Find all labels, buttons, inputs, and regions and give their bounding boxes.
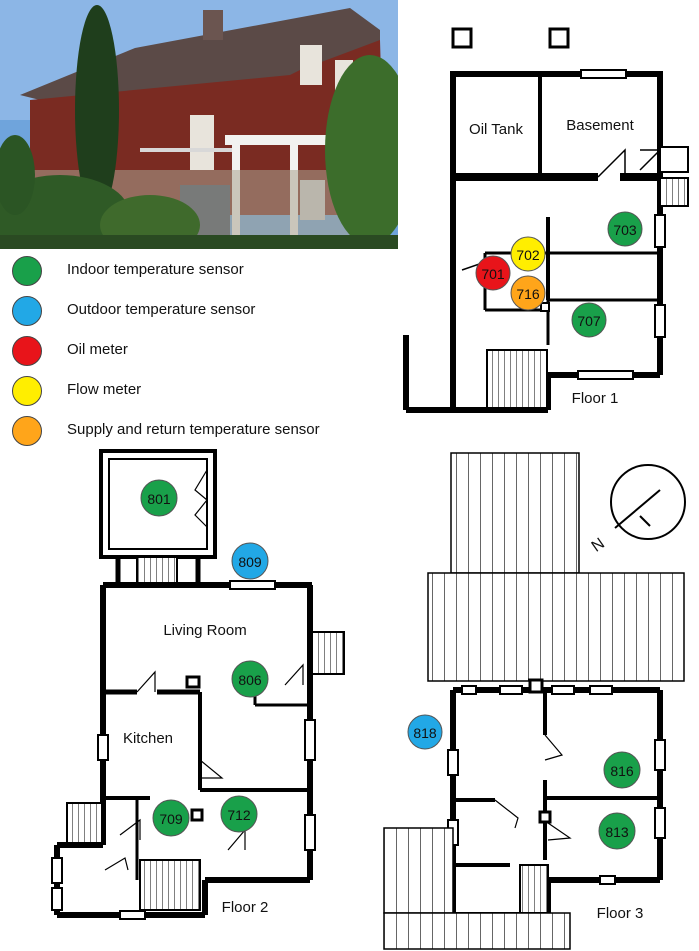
- sensor-707: 707: [571, 302, 607, 338]
- sensor-806-label: 806: [238, 672, 262, 688]
- sensor-709-label: 709: [159, 811, 183, 827]
- legend-item-flow-meter: Flow meter: [12, 373, 392, 413]
- legend-item-indoor: Indoor temperature sensor: [12, 253, 392, 293]
- sensor-816-label: 816: [610, 763, 634, 779]
- sensor-709: 709: [152, 799, 190, 837]
- legend: Indoor temperature sensor Outdoor temper…: [12, 253, 392, 453]
- sensor-701: 701: [475, 255, 511, 291]
- compass-north-letter: N: [589, 535, 608, 556]
- sensor-816: 816: [603, 751, 641, 789]
- indoor-sensor-swatch: [12, 256, 42, 286]
- sensor-806: 806: [231, 660, 269, 698]
- sensor-818-label: 818: [413, 725, 437, 741]
- legend-label: Indoor temperature sensor: [67, 261, 244, 278]
- room-label-living-room: Living Room: [163, 622, 246, 639]
- sensor-813-label: 813: [605, 824, 629, 840]
- sensor-703-label: 703: [613, 222, 637, 238]
- outdoor-sensor-swatch: [12, 296, 42, 326]
- sensor-716: 716: [510, 275, 546, 311]
- sensor-801-label: 801: [147, 491, 171, 507]
- sensor-702: 702: [510, 236, 546, 272]
- floor-3-plan: [383, 452, 686, 950]
- room-label-kitchen: Kitchen: [123, 730, 173, 747]
- supply-return-swatch: [12, 416, 42, 446]
- sensor-712: 712: [220, 795, 258, 833]
- sensor-818: 818: [407, 714, 443, 750]
- legend-item-oil-meter: Oil meter: [12, 333, 392, 373]
- sensor-809-label: 809: [238, 554, 262, 570]
- floor-3-title: Floor 3: [597, 905, 644, 922]
- sensor-813: 813: [598, 812, 636, 850]
- sensor-701-label: 701: [481, 266, 505, 282]
- floor-1-plan: [403, 27, 689, 413]
- floor-2-plan: [51, 449, 345, 920]
- legend-label: Supply and return temperature sensor: [67, 421, 320, 438]
- floor-1-sensors: 703 702 701 716 707: [475, 211, 643, 338]
- legend-label: Oil meter: [67, 341, 128, 358]
- legend-label: Outdoor temperature sensor: [67, 301, 256, 318]
- legend-item-supply-return: Supply and return temperature sensor: [12, 413, 392, 453]
- sensor-712-label: 712: [227, 807, 251, 823]
- floor-2-sensors: 801 809 806 709 712: [140, 479, 269, 837]
- house-photo: [0, 0, 398, 249]
- sensor-716-label: 716: [516, 286, 540, 302]
- oil-meter-swatch: [12, 336, 42, 366]
- sensor-702-label: 702: [516, 247, 540, 263]
- legend-label: Flow meter: [67, 381, 142, 398]
- room-label-basement: Basement: [566, 117, 634, 134]
- legend-item-outdoor: Outdoor temperature sensor: [12, 293, 392, 333]
- floor-2-title: Floor 2: [222, 899, 269, 916]
- floor-3-sensors: 818 816 813: [407, 714, 641, 850]
- sensor-703: 703: [607, 211, 643, 247]
- flow-meter-swatch: [12, 376, 42, 406]
- sensor-801: 801: [140, 479, 178, 517]
- floor-1-title: Floor 1: [572, 390, 619, 407]
- room-label-oil-tank: Oil Tank: [469, 121, 523, 138]
- sensor-809: 809: [231, 542, 269, 580]
- sensor-707-label: 707: [577, 313, 601, 329]
